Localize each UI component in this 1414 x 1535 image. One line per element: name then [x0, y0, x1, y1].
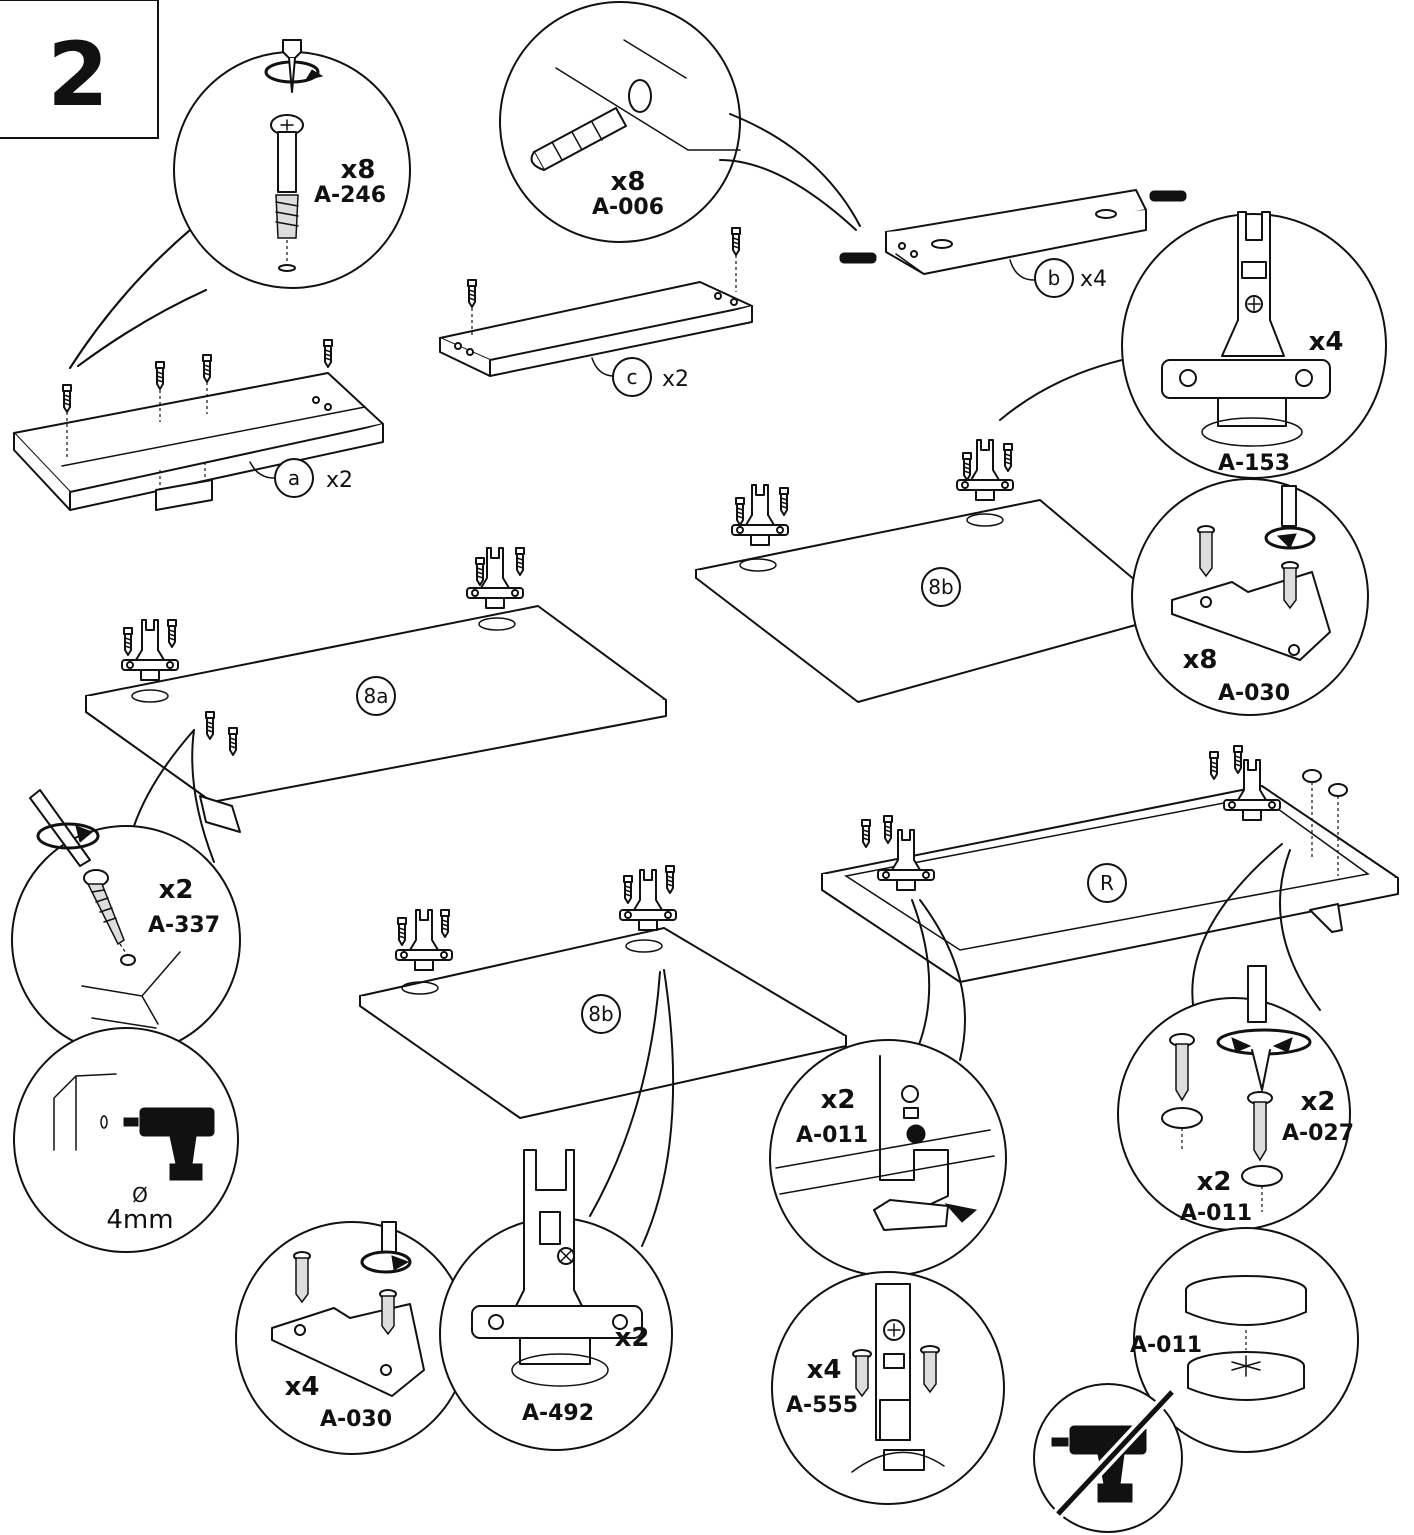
svg-text:x8: x8: [341, 155, 376, 185]
svg-text:A-030: A-030: [1218, 681, 1290, 706]
part-b-badge: [1034, 258, 1074, 298]
callout-a153: x4 A-153: [999, 211, 1387, 479]
panel-b: b x4: [839, 189, 1187, 298]
screw-icon: [83, 869, 136, 966]
part-a-badge: [274, 458, 314, 498]
callout-a030-top: x8 A-030: [1131, 478, 1369, 716]
screw-icon: [1197, 525, 1299, 610]
hinge-icon: [873, 1055, 978, 1231]
svg-text:4mm: 4mm: [106, 1205, 173, 1235]
frame-r: R: [821, 745, 1399, 983]
dowel-icon: [530, 107, 627, 171]
svg-text:A-555: A-555: [786, 1393, 858, 1418]
callout-a492: x2 A-492: [439, 969, 675, 1451]
svg-text:x4: x4: [807, 1355, 842, 1385]
cam-bolt-icon: [62, 339, 333, 460]
screwdriver-icon: [360, 1221, 412, 1274]
callout-a030-bottom: x4 A-030: [235, 1221, 469, 1455]
callout-a246: x8 A-246: [69, 39, 411, 369]
svg-text:A-011: A-011: [796, 1123, 868, 1148]
svg-text:A-153: A-153: [1218, 451, 1290, 476]
callout-drill-4mm: Ø 4mm: [13, 1027, 239, 1253]
dowel-icon: [839, 252, 877, 264]
callout-a011-left: x2 A-011: [769, 899, 1007, 1277]
hinge-icon: [121, 547, 525, 756]
svg-text:x4: x4: [1309, 327, 1344, 357]
svg-text:R: R: [1100, 871, 1114, 895]
svg-text:x2: x2: [662, 367, 689, 392]
svg-text:x2: x2: [1301, 1087, 1336, 1117]
panel-8b-top: 8b: [695, 439, 1169, 703]
screw-icon: [293, 1251, 397, 1336]
svg-text:b: b: [1048, 266, 1061, 290]
svg-text:A-006: A-006: [592, 195, 664, 220]
screw-icon: [852, 1345, 940, 1398]
screw-icon: [1161, 1033, 1283, 1212]
svg-text:Ø: Ø: [132, 1183, 148, 1207]
cap-icon: [1302, 769, 1348, 876]
cam-bolt-icon: [467, 227, 741, 338]
part-r-badge: [1087, 863, 1127, 903]
hinge-icon: [731, 439, 1014, 572]
svg-text:x8: x8: [611, 167, 646, 197]
step-number-box: 2: [0, 0, 159, 139]
hinge-icon: [395, 865, 677, 995]
screwdriver-icon: [29, 789, 100, 867]
screwdriver-icon: [1264, 485, 1316, 550]
svg-text:A-030: A-030: [320, 1407, 392, 1432]
dowel-icon: [1149, 190, 1187, 202]
callout-a006: x8 A-006: [499, 1, 861, 243]
svg-text:x2: x2: [159, 875, 194, 905]
panel-a: a x2: [13, 339, 384, 511]
callout-a337: x2 A-337: [11, 729, 241, 1055]
svg-text:x4: x4: [1080, 267, 1107, 292]
svg-text:A-011: A-011: [1130, 1333, 1202, 1358]
svg-text:c: c: [627, 365, 638, 389]
hinge-icon: [875, 1283, 925, 1471]
svg-text:8b: 8b: [928, 575, 953, 599]
screwdriver-icon: [264, 39, 324, 93]
part-8a-badge: [356, 676, 396, 716]
svg-text:x2: x2: [615, 1323, 650, 1353]
step-number: 2: [47, 23, 108, 126]
screwdriver-icon: [1216, 965, 1312, 1091]
panel-8a: 8a: [85, 547, 667, 833]
svg-text:A-027: A-027: [1282, 1121, 1354, 1146]
svg-text:x2: x2: [326, 468, 353, 493]
callout-a555: x4 A-555: [771, 1271, 1005, 1505]
svg-text:x8: x8: [1183, 645, 1218, 675]
svg-text:x4: x4: [285, 1372, 320, 1402]
panel-8b-bottom: 8b: [359, 865, 847, 1119]
svg-text:A-246: A-246: [314, 183, 386, 208]
svg-text:x2: x2: [821, 1085, 856, 1115]
svg-text:A-011: A-011: [1180, 1201, 1252, 1226]
svg-text:x2: x2: [1197, 1167, 1232, 1197]
cap-icon: [1185, 1275, 1307, 1401]
hinge-icon: [1161, 211, 1331, 447]
callout-a011-cap: A-011: [1130, 1227, 1359, 1453]
part-8b-badge: [921, 567, 961, 607]
panel-c: c x2: [439, 227, 753, 397]
hinge-icon: [471, 1149, 643, 1387]
svg-text:A-337: A-337: [148, 913, 220, 938]
part-c-badge: [612, 357, 652, 397]
svg-text:a: a: [288, 466, 300, 490]
svg-text:A-492: A-492: [522, 1401, 594, 1426]
no-drill-icon: [1033, 1383, 1183, 1533]
part-8b-badge: [581, 994, 621, 1034]
svg-text:8a: 8a: [364, 684, 389, 708]
cam-bolt-icon: [270, 114, 304, 272]
svg-text:8b: 8b: [588, 1002, 613, 1026]
callout-a027: x2 A-027 x2 A-011: [1117, 843, 1354, 1231]
drill-icon: [123, 1107, 215, 1181]
